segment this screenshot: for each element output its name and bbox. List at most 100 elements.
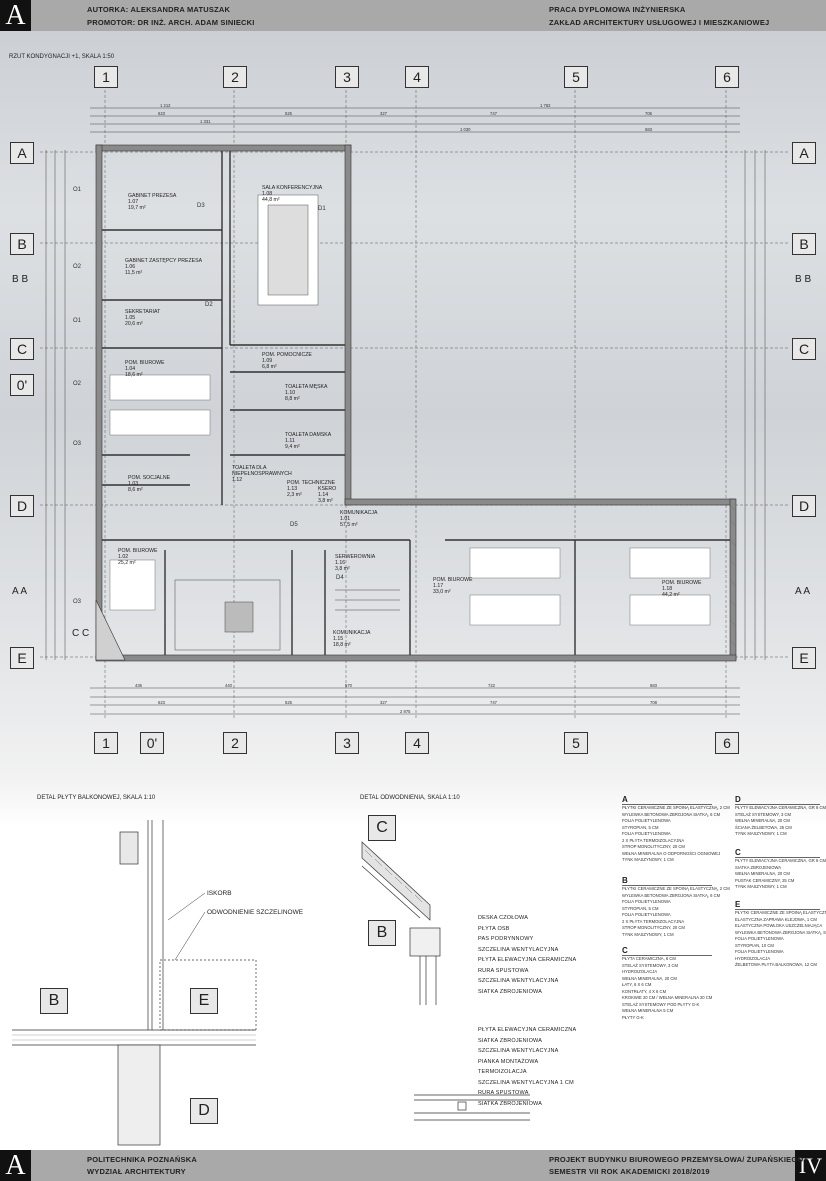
header-band [0, 0, 826, 31]
axis-row-d-left: D [10, 495, 34, 517]
university-label: POLITECHNIKA POZNAŃSKA [87, 1155, 197, 1164]
dim-top-4: 525 [285, 111, 292, 116]
detail1-marker-e: E [190, 988, 218, 1014]
dim-top-1: 1 212 [160, 103, 171, 108]
axis-row-c-left: C [10, 338, 34, 360]
dim-bot-5: 683 [650, 683, 657, 688]
detail2-marker-c: C [368, 815, 396, 841]
tag-o2-b: O2 [73, 381, 82, 387]
section-cc: C C [72, 628, 90, 639]
faculty-label: WYDZIAŁ ARCHITEKTURY [87, 1167, 186, 1176]
legend-block-b: B PŁYTKI CERAMICZNE ZE SPOINĄ ELASTYCZNĄ… [622, 876, 730, 937]
dim-bot-9: 747 [490, 700, 497, 705]
tag-d1: D1 [318, 206, 326, 212]
axis-col-6-bottom: 6 [715, 732, 739, 754]
tag-d2: D2 [205, 302, 213, 308]
axis-col-3-bottom: 3 [335, 732, 359, 754]
legend-block-a: A PŁYTKI CERAMICZNE ZE SPOINĄ ELASTYCZNĄ… [622, 795, 730, 862]
semester-label: SEMESTR VII ROK AKADEMICKI 2018/2019 [549, 1167, 710, 1176]
axis-row-a-right: A [792, 142, 816, 164]
dim-bot-1: 436 [135, 683, 142, 688]
department-label: ZAKŁAD ARCHITEKTURY USŁUGOWEJ I MIESZKAN… [549, 18, 770, 27]
tag-o2-a: O2 [73, 264, 82, 270]
dim-top-9: 1 030 [460, 127, 471, 132]
detail2-labels-upper: DESKA CZOŁOWA PŁYTA OSB PAS PODRYNNOWY S… [478, 915, 577, 995]
dim-top-6: 747 [490, 111, 497, 116]
axis-col-4-bottom: 4 [405, 732, 429, 754]
footer-band [0, 1150, 826, 1181]
tag-o1-a: O1 [73, 187, 82, 193]
axis-0-prime-left: 0' [10, 374, 34, 396]
detail1-marker-b: B [40, 988, 68, 1014]
plan-title: RZUT KONDYGNACJI +1, SKALA 1:50 [9, 54, 115, 60]
footer-logo-mark: A [0, 1150, 31, 1181]
detail1-marker-d: D [190, 1098, 218, 1124]
axis-0-prime-bottom: 0' [140, 732, 164, 754]
axis-row-c-right: C [792, 338, 816, 360]
axis-row-e-right: E [792, 647, 816, 669]
tag-d5: D5 [290, 522, 298, 528]
axis-row-d-right: D [792, 495, 816, 517]
axis-col-5-top: 5 [564, 66, 588, 88]
thesis-label: PRACA DYPLOMOWA INŻYNIERSKA [549, 5, 686, 14]
dim-top-10: 683 [645, 127, 652, 132]
axis-row-b-left: B [10, 233, 34, 255]
dim-top-3: 623 [158, 111, 165, 116]
axis-row-a-left: A [10, 142, 34, 164]
dim-bot-3: 570 [345, 683, 352, 688]
tag-d4: D4 [336, 575, 344, 581]
detail1-title: DETAL PŁYTY BALKONOWEJ, SKALA 1:10 [37, 795, 156, 801]
promotor-label: PROMOTOR: DR INŻ. ARCH. ADAM SINIECKI [87, 18, 255, 27]
detail1-label-odwodnienie: ODWODNIENIE SZCZELINOWE [207, 909, 304, 916]
dim-top-8: 1 331 [200, 119, 211, 124]
tag-d3: D3 [197, 203, 205, 209]
section-bb-right: B B [795, 274, 812, 285]
dim-bot-7: 525 [285, 700, 292, 705]
dim-top-7: 706 [645, 111, 652, 116]
axis-col-6-top: 6 [715, 66, 739, 88]
dim-bot-8: 327 [380, 700, 387, 705]
dim-bot-6: 623 [158, 700, 165, 705]
section-aa-left: A A [12, 586, 28, 597]
section-bb-left: B B [12, 274, 29, 285]
axis-col-1-top: 1 [94, 66, 118, 88]
detail1-label-iskorb: ISKORB [207, 890, 232, 897]
project-label: PROJEKT BUDYNKU BIUROWEGO PRZEMYSŁOWA/ Ż… [549, 1155, 804, 1164]
axis-col-2-top: 2 [223, 66, 247, 88]
author-label: AUTORKA: ALEKSANDRA MATUSZAK [87, 5, 231, 14]
tag-o1-b: O1 [73, 318, 82, 324]
detail2-labels-lower: PŁYTA ELEWACYJNA CERAMICZNA SIATKA ZBROJ… [478, 1027, 577, 1107]
axis-col-3-top: 3 [335, 66, 359, 88]
tag-o3-a: O3 [73, 441, 82, 447]
axis-col-2-bottom: 2 [223, 732, 247, 754]
logo-mark: A [0, 0, 31, 31]
axis-row-b-right: B [792, 233, 816, 255]
detail2-marker-b: B [368, 920, 396, 946]
dim-bot-10: 708 [650, 700, 657, 705]
dim-bot-4: 722 [488, 683, 495, 688]
sheet-number: IV [795, 1150, 826, 1181]
tag-o3-b: O3 [73, 599, 82, 605]
detail2-title: DETAL ODWODNIENIA, SKALA 1:10 [360, 795, 460, 801]
